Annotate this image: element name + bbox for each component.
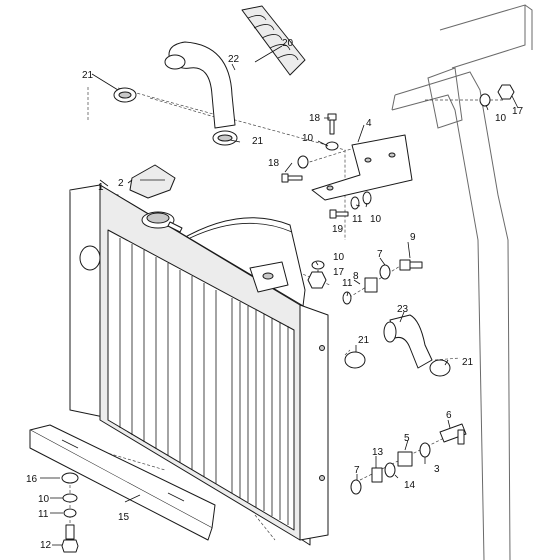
callout-1: 1 (98, 182, 104, 193)
callout-11: 11 (352, 214, 363, 225)
callout-10: 10 (333, 252, 345, 263)
upper-hose (164, 41, 236, 129)
callout-12: 12 (40, 540, 52, 551)
callout-14: 14 (404, 480, 416, 491)
callout-10: 10 (370, 214, 382, 225)
callout-7: 7 (377, 249, 383, 260)
callout-9: 9 (410, 232, 416, 243)
callout-18: 18 (309, 113, 321, 124)
callout-4: 4 (366, 118, 372, 129)
callout-22: 22 (228, 54, 240, 65)
callout-13: 13 (372, 447, 384, 458)
callout-2: 2 (118, 178, 124, 189)
callout-21: 21 (358, 335, 370, 346)
callout-17: 17 (333, 267, 345, 278)
elbow-hose (383, 314, 433, 369)
callout-7: 7 (354, 465, 360, 476)
callout-10: 10 (302, 133, 314, 144)
hose-clamp (113, 87, 451, 377)
callout-3: 3 (434, 464, 440, 475)
mounting-bracket (311, 134, 413, 201)
machine-frame (391, 4, 533, 560)
callout-18: 18 (268, 158, 280, 169)
callout-15: 15 (118, 512, 130, 523)
callout-11: 11 (38, 509, 49, 520)
callout-19: 19 (332, 224, 344, 235)
rubber-mount-bar (29, 424, 216, 541)
callout-16: 16 (26, 474, 38, 485)
callout-5: 5 (404, 433, 410, 444)
leader-lines (40, 45, 519, 546)
callout-23: 23 (397, 304, 409, 315)
callout-8: 8 (353, 271, 359, 282)
callout-21: 21 (462, 357, 474, 368)
callout-20: 20 (282, 38, 294, 49)
callout-10: 10 (495, 113, 507, 124)
radiator-core (69, 184, 329, 546)
callout-17: 17 (512, 106, 524, 117)
callout-21: 21 (82, 70, 94, 81)
callout-6: 6 (446, 410, 452, 421)
callout-11: 11 (342, 278, 353, 289)
callout-10: 10 (38, 494, 50, 505)
radiator-cap (129, 164, 176, 199)
callout-21: 21 (252, 136, 264, 147)
hardware (61, 84, 515, 553)
callout-numbers: 20 22 21 21 18 18 10 4 10 17 2 1 19 11 1… (26, 38, 524, 551)
spiral-hose-guard (241, 5, 306, 76)
